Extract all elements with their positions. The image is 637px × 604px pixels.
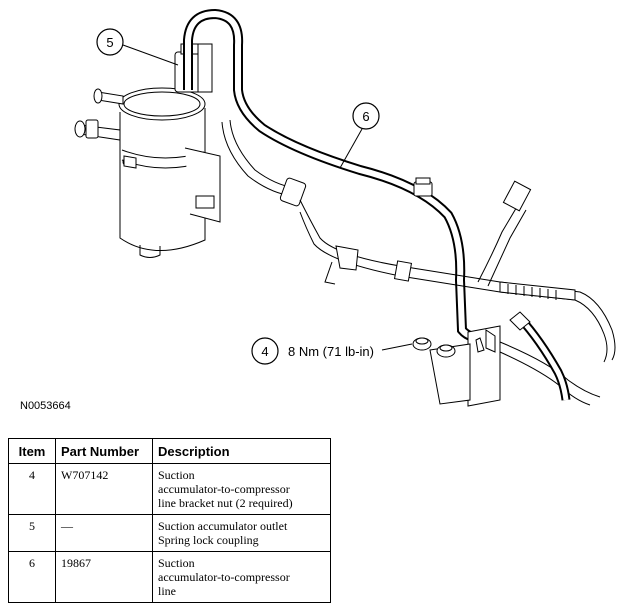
description-line: Spring lock coupling: [158, 533, 259, 547]
parts-table: Item Part Number Description 4 W707142 S…: [8, 438, 331, 603]
callout-4-label: 4: [261, 344, 268, 359]
callout-6-label: 6: [362, 109, 369, 124]
line-clip-bracket: [324, 245, 359, 285]
description-cell: Suction accumulator-to-compressor line: [152, 551, 331, 603]
description-line: accumulator-to-compressor: [158, 570, 290, 584]
description-line: Suction: [158, 556, 195, 570]
service-port: [413, 177, 433, 197]
part-number-cell: —: [55, 514, 153, 552]
mounting-bracket: [429, 325, 501, 407]
table-row: 6 19867 Suction accumulator-to-compresso…: [8, 551, 331, 603]
callout-6: 6: [339, 102, 380, 169]
description-line: accumulator-to-compressor: [158, 482, 290, 496]
callout-5: 5: [96, 28, 179, 66]
description-line: line bracket nut (2 required): [158, 496, 293, 510]
bottom-right-lines: [499, 311, 601, 406]
table-header-row: Item Part Number Description: [8, 438, 331, 464]
ac-line-diagram: 5 6 4 8 Nm (71 lb-in): [74, 8, 616, 407]
description-line: Suction accumulator outlet: [158, 519, 288, 533]
accumulator-inlet-fittings: [74, 88, 124, 141]
item-cell: 4: [8, 463, 56, 515]
header-description: Description: [152, 438, 331, 464]
accumulator-bracket: [122, 147, 221, 223]
part-number-cell: W707142: [55, 463, 153, 515]
spring-lock-coupling: [174, 43, 213, 93]
header-part-number: Part Number: [55, 438, 153, 464]
bracket-nut: [412, 337, 456, 358]
header-item: Item: [8, 438, 56, 464]
suction-line: [183, 8, 496, 345]
description-line: Suction: [158, 468, 195, 482]
table-row: 4 W707142 Suction accumulator-to-compres…: [8, 463, 331, 515]
suction-accumulator: [118, 87, 206, 258]
callout-4: 4 8 Nm (71 lb-in): [251, 337, 413, 365]
description-line: line: [158, 584, 176, 598]
item-cell: 6: [8, 551, 56, 603]
description-cell: Suction accumulator outlet Spring lock c…: [152, 514, 331, 552]
lower-line: [221, 119, 616, 363]
part-number-cell: 19867: [55, 551, 153, 603]
torque-spec: 8 Nm (71 lb-in): [288, 344, 374, 359]
description-cell: Suction accumulator-to-compressor line b…: [152, 463, 331, 515]
right-upper-line: [477, 180, 532, 287]
figure-id: N0053664: [20, 400, 71, 412]
table-row: 5 — Suction accumulator outlet Spring lo…: [8, 514, 331, 552]
callout-5-label: 5: [106, 35, 113, 50]
item-cell: 5: [8, 514, 56, 552]
